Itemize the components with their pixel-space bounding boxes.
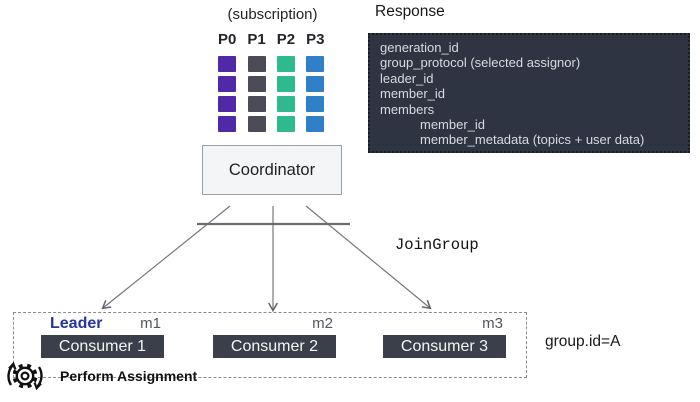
partition-label: P0 <box>218 31 237 48</box>
partition-square <box>218 96 237 112</box>
response-field: member_id <box>380 86 446 102</box>
partition-square <box>306 56 325 72</box>
partition-square <box>247 96 266 112</box>
consumer-box: Consumer 1 <box>41 335 164 358</box>
response-field: group_protocol (selected assignor) <box>380 55 581 71</box>
arrow-to-consumer-1 <box>101 205 231 310</box>
perform-assignment: Perform Assignment <box>1 352 197 400</box>
subscription-label: (subscription) <box>227 6 318 23</box>
member-id-label: m2 <box>312 315 333 332</box>
partition-square <box>306 76 325 92</box>
partition-square <box>276 116 295 132</box>
partition-label: P3 <box>306 31 325 48</box>
arrow-to-consumer-3 <box>305 205 432 310</box>
partition-square <box>247 56 266 72</box>
member-id-label: m1 <box>140 315 161 332</box>
partition-label: P1 <box>247 31 266 48</box>
partition-column-p2: P2 <box>277 31 295 136</box>
coordinator-box: Coordinator <box>202 145 342 195</box>
group-id-label: group.id=A <box>545 333 621 350</box>
response-field: members <box>380 101 435 117</box>
member-id-label: m3 <box>482 315 503 332</box>
consumer-box: Consumer 3 <box>383 335 506 358</box>
partition-square <box>306 96 325 112</box>
response-title: Response <box>375 3 445 20</box>
partition-square <box>276 76 295 92</box>
partition-square <box>306 116 325 132</box>
perform-assignment-label: Perform Assignment <box>60 368 198 384</box>
response-field: member_metadata (topics + user data) <box>420 132 645 148</box>
partition-column-p3: P3 <box>306 31 324 136</box>
response-field: member_id <box>420 117 486 133</box>
partition-square <box>276 56 295 72</box>
consumer-box: Consumer 2 <box>213 335 336 358</box>
partition-square <box>247 76 266 92</box>
response-field: leader_id <box>380 70 434 86</box>
partition-column-p0: P0 <box>218 31 236 136</box>
joingroup-label: JoinGroup <box>395 236 479 254</box>
partition-square <box>218 116 237 132</box>
coordinator-label: Coordinator <box>228 160 316 179</box>
partition-grid: P0 P1 P2 P3 <box>218 31 324 136</box>
partition-square <box>276 96 295 112</box>
response-field: generation_id <box>380 40 459 55</box>
partition-label: P2 <box>276 31 296 48</box>
process-gear-icon <box>1 352 49 400</box>
partition-square <box>218 56 237 72</box>
partition-square <box>218 76 237 92</box>
partition-column-p1: P1 <box>247 31 266 136</box>
partition-square <box>247 116 266 132</box>
leader-label: Leader <box>50 315 103 332</box>
